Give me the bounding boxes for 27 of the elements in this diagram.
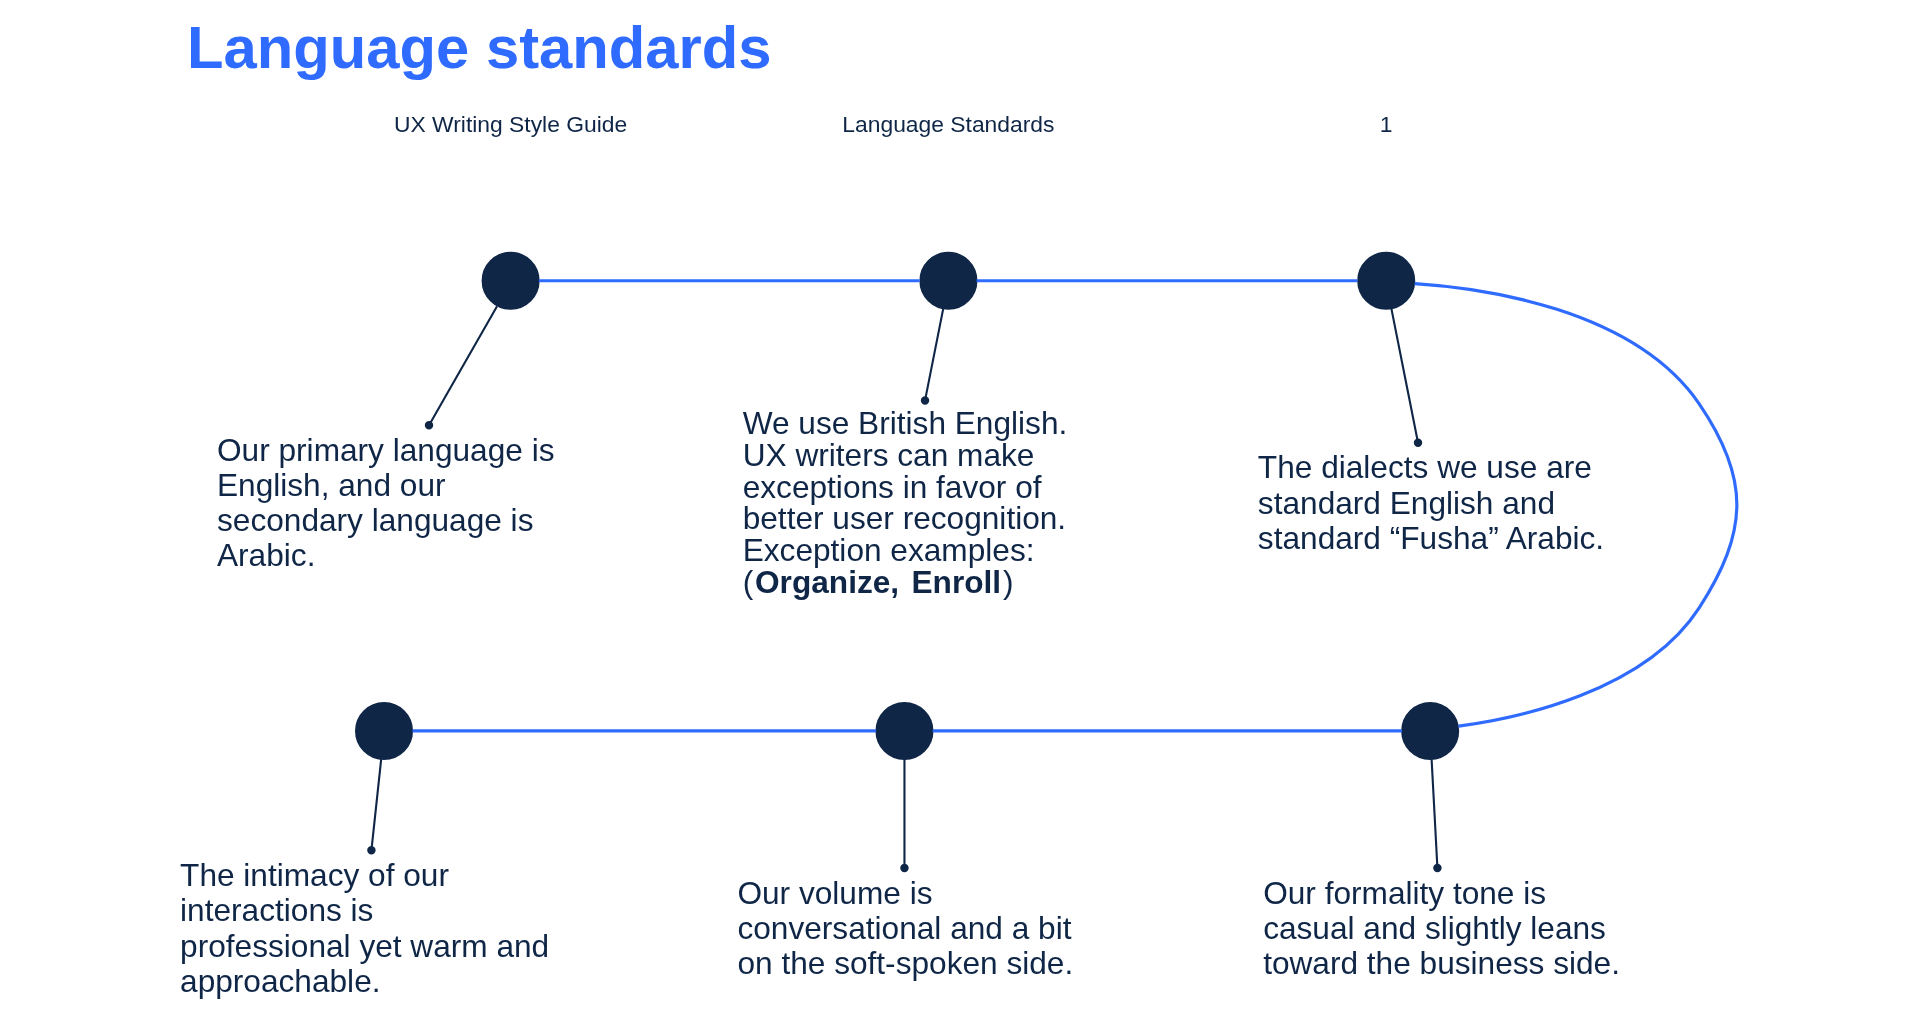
connector — [538, 279, 920, 283]
label: 1 — [1379, 111, 1393, 138]
node-text: Our primary language is English, and our secondary language is Arabic. — [216, 431, 555, 574]
connector — [1390, 308, 1423, 448]
connector — [900, 759, 909, 873]
connector — [424, 305, 498, 430]
label: Language Standards — [842, 111, 1055, 138]
diagram-title: Language standards — [187, 14, 772, 82]
node-circle — [1401, 701, 1460, 760]
node-circle — [919, 251, 978, 310]
connector — [920, 308, 945, 405]
node-text: The intimacy of our interactions is professional yet warm and approachable. — [180, 857, 550, 999]
connector — [367, 759, 383, 855]
node-circle — [1357, 251, 1416, 310]
connector — [1430, 759, 1442, 873]
node-text: The dialects we use are standard English and standard “Fusha” Arabic. — [1257, 449, 1605, 556]
node-text: We use British English. UX writers can make exceptions in favor of better user recognition. Exception examples: (Organize, Enroll) — [742, 405, 1068, 600]
node-circle — [481, 251, 540, 310]
connector — [976, 279, 1358, 283]
label: UX Writing Style Guide — [394, 111, 628, 138]
connector — [412, 729, 877, 733]
node-text: Our formality tone is casual and slightly leans toward the business side. — [1263, 874, 1621, 982]
connector — [1414, 282, 1739, 728]
node-text: Our volume is conversational and a bit on the soft-spoken side. — [737, 874, 1074, 982]
node-circle — [355, 701, 414, 760]
connector — [932, 729, 1402, 733]
node-circle — [875, 701, 934, 760]
